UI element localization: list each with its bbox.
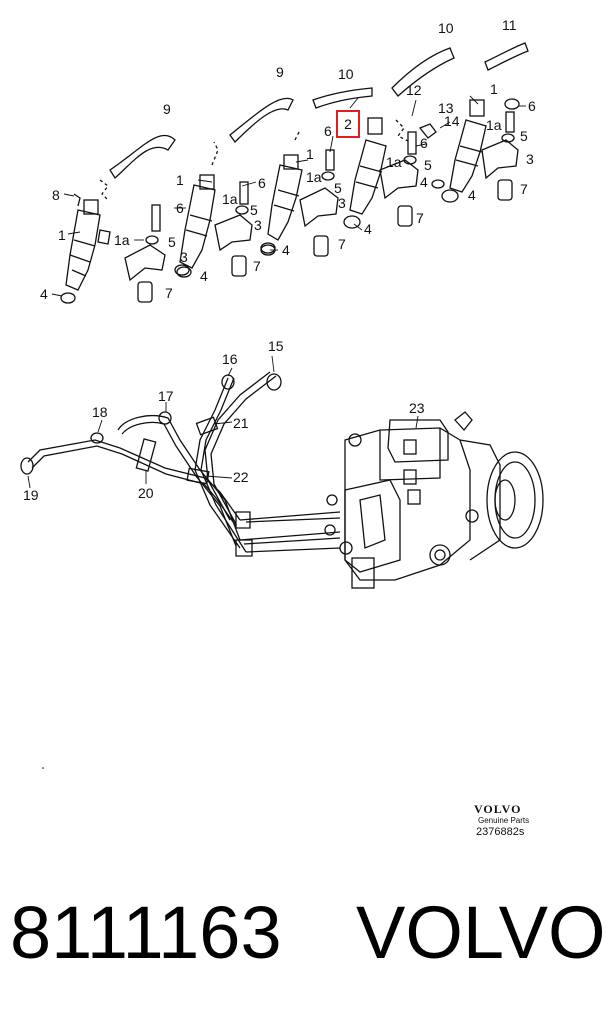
callout-label: 14 [444,113,460,129]
brand-name: VOLVO [356,891,606,974]
callout-label: 7 [338,236,346,252]
callout-label: 1a [306,169,322,185]
callout-label: 7 [165,285,173,301]
callout-label: 6 [420,135,428,151]
return-hose-10-mid [312,87,373,109]
callout-label: 6 [258,175,266,191]
return-hose-10-right [391,47,455,97]
injector-group-4 [343,117,445,229]
callout-label: 20 [138,485,154,501]
callout-label: 17 [158,388,174,404]
callout-label: 11 [502,17,517,33]
callout-label: 18 [92,404,108,420]
callout-label: 10 [338,66,354,82]
callout-label: 7 [416,210,424,226]
callout-label: 3 [526,151,534,167]
callout-label: 23 [409,400,425,416]
callout-label: 3 [254,217,262,233]
injector-group-3 [260,129,339,257]
callout-label: 5 [168,234,176,250]
callout-label: 12 [406,82,422,98]
injector-group-1 [60,179,190,304]
return-hose-11 [484,42,529,71]
volvo-brand-mark: VOLVO [474,802,522,816]
callout-label: 5 [250,202,258,218]
callout-label: 13 [438,100,454,116]
callout-label: 3 [180,249,188,265]
callout-label: 4 [40,286,48,302]
leader-lines [27,95,526,489]
callout-label: 16 [222,351,238,367]
return-hose-9-right [229,97,294,144]
callout-label: 5 [424,157,432,173]
stray-dot [42,767,44,769]
callout-label: 19 [23,487,39,503]
callout-label: 9 [163,101,171,117]
footer-banner [0,850,608,1018]
callout-label: 1a [114,232,130,248]
callout-label: 15 [268,338,284,354]
callout-label: 6 [324,123,332,139]
injection-lines [20,371,341,557]
callout-label: 21 [233,415,249,431]
highlighted-callout-2[interactable]: 2 [336,110,360,138]
injector-group-5 [441,98,520,203]
callout-label: 1 [58,227,66,243]
callout-label: 7 [520,181,528,197]
callout-label: 6 [528,98,536,114]
callout-label: 5 [520,128,528,144]
exploded-parts-diagram [20,42,544,769]
callout-label: 4 [200,268,208,284]
callout-label: 4 [468,187,476,203]
diagram-reference: 2376882s [476,826,525,838]
callout-label: 6 [176,200,184,216]
injection-pump [324,411,544,589]
callout-label: 4 [420,174,428,190]
callout-label: 1a [222,191,238,207]
callout-label: 8 [52,187,60,203]
callout-label: 1 [176,172,184,188]
genuine-parts-label: Genuine Parts [478,816,530,825]
part-number: 8111163 [10,891,282,974]
callout-label: 4 [364,221,372,237]
callout-label: 22 [233,469,249,485]
injector-group-2 [176,141,276,278]
callout-label: 10 [438,20,454,36]
return-hose-9-left [109,134,176,180]
callout-label: 4 [282,242,290,258]
callout-label: 1a [486,117,502,133]
callout-label: 3 [338,195,346,211]
callout-label: 1 [306,146,314,162]
callout-label: 1a [386,154,402,170]
callout-label: 5 [334,180,342,196]
callout-label: 1 [490,81,498,97]
callout-label: 7 [253,258,261,274]
callout-label: 9 [276,64,284,80]
